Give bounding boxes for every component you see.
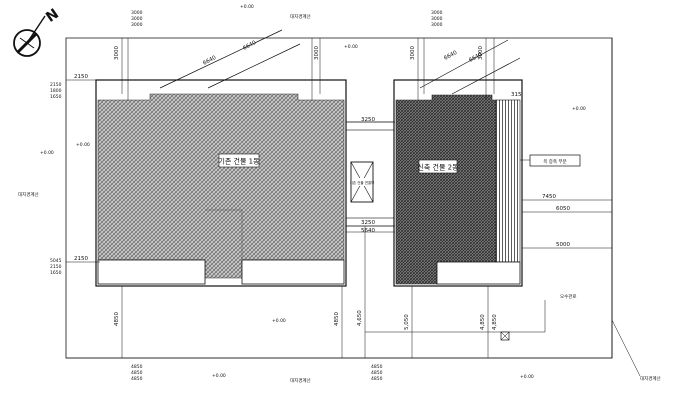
svg-text:+0.00: +0.00 bbox=[212, 373, 226, 379]
svg-text:2150: 2150 bbox=[50, 264, 62, 270]
building-left: 기존 건물 1동 bbox=[95, 79, 347, 287]
svg-text:5045: 5045 bbox=[50, 258, 62, 264]
north-label: N bbox=[43, 6, 62, 26]
svg-text:+0.00: +0.00 bbox=[520, 374, 534, 380]
dim-top-right-2: 6640 bbox=[443, 50, 459, 62]
svg-text:4850: 4850 bbox=[371, 370, 383, 376]
svg-text:+0.00: +0.00 bbox=[40, 150, 54, 156]
building-right-label: 신축 건물 2동 bbox=[417, 163, 459, 172]
dim-left-1: 2150 bbox=[74, 74, 88, 80]
svg-text:3000: 3000 bbox=[431, 16, 443, 22]
svg-text:목 증축 부분: 목 증축 부분 bbox=[543, 158, 567, 165]
level-marks: +0.00 +0.00 +0.00 +0.00 +0.00 +0.00 +0.0… bbox=[40, 4, 586, 380]
svg-text:1650: 1650 bbox=[50, 270, 62, 276]
dim-top-right-3: 3000 bbox=[478, 46, 484, 60]
manhole-icon bbox=[500, 331, 510, 341]
dim-bottom-6: 4,850 bbox=[492, 314, 498, 330]
building-left-label: 기존 건물 1동 bbox=[218, 157, 260, 166]
svg-text:4850: 4850 bbox=[371, 376, 383, 382]
setback-table-top-left: 3000 3000 3000 bbox=[131, 10, 143, 28]
svg-text:4850: 4850 bbox=[131, 370, 143, 376]
center-note: 기존 건물 연결부 bbox=[350, 180, 376, 185]
svg-text:대지경계선: 대지경계선 bbox=[290, 13, 311, 20]
svg-text:4850: 4850 bbox=[131, 364, 143, 370]
setback-table-left-lower: 5045 2150 1650 bbox=[50, 258, 62, 276]
setback-table-bottom-left: 4850 4850 4850 bbox=[131, 364, 143, 382]
svg-text:1650: 1650 bbox=[50, 94, 62, 100]
setback-table-bottom-right: 4850 4850 4850 bbox=[371, 364, 383, 382]
dim-top-left-1: 3000 bbox=[114, 46, 120, 60]
svg-text:3000: 3000 bbox=[131, 16, 143, 22]
dimension-lines bbox=[66, 38, 641, 377]
boundary-notes: 대지경계선 대지경계선 대지경계선 대지경계선 오수관로 bbox=[18, 13, 661, 384]
dim-right-4: 315 bbox=[511, 92, 522, 98]
dim-bottom-3: 4,650 bbox=[357, 310, 363, 326]
svg-text:3000: 3000 bbox=[431, 10, 443, 16]
dim-bottom-5: 4,850 bbox=[480, 314, 486, 330]
dim-top-left-4: 6640 bbox=[242, 40, 258, 52]
svg-text:3000: 3000 bbox=[131, 10, 143, 16]
svg-text:대지경계선: 대지경계선 bbox=[290, 377, 311, 384]
svg-text:+0.00: +0.00 bbox=[272, 318, 286, 324]
svg-text:+0.00: +0.00 bbox=[344, 44, 358, 50]
building-right: 신축 건물 2동 bbox=[393, 79, 523, 287]
dim-left-2: 2150 bbox=[74, 256, 88, 262]
connector: 기존 건물 연결부 bbox=[345, 121, 396, 227]
svg-text:대지경계선: 대지경계선 bbox=[640, 375, 661, 382]
setback-table-top-right: 3000 3000 3000 bbox=[431, 10, 443, 28]
dim-mid-2: 3250 bbox=[361, 220, 375, 226]
svg-text:3000: 3000 bbox=[431, 22, 443, 28]
dim-bottom-2: 4850 bbox=[334, 312, 340, 326]
dim-bottom-4: 5,050 bbox=[404, 314, 410, 330]
svg-text:+0.00: +0.00 bbox=[76, 142, 90, 148]
dim-top-left-3: 3000 bbox=[314, 46, 320, 60]
setback-table-left-upper: 2150 1800 1650 bbox=[50, 82, 62, 100]
dim-top-right-1: 3000 bbox=[410, 46, 416, 60]
dim-mid-3: 5640 bbox=[361, 228, 375, 234]
north-arrow-icon: N bbox=[13, 6, 62, 57]
dim-right-1: 7450 bbox=[542, 194, 556, 200]
dim-mid-1: 3250 bbox=[361, 117, 375, 123]
svg-text:+0.00: +0.00 bbox=[572, 106, 586, 112]
dim-right-2: 6050 bbox=[556, 206, 570, 212]
svg-text:2150: 2150 bbox=[50, 82, 62, 88]
svg-text:4850: 4850 bbox=[371, 364, 383, 370]
svg-text:3000: 3000 bbox=[131, 22, 143, 28]
dim-top-left-2: 6640 bbox=[202, 55, 218, 67]
dim-right-3: 5000 bbox=[556, 242, 570, 248]
svg-text:오수관로: 오수관로 bbox=[560, 293, 577, 300]
svg-text:4850: 4850 bbox=[131, 376, 143, 382]
addition-note: 목 증축 부분 bbox=[520, 154, 581, 167]
dim-bottom-1: 4850 bbox=[114, 312, 120, 326]
svg-text:대지경계선: 대지경계선 bbox=[18, 191, 39, 198]
svg-text:1800: 1800 bbox=[50, 88, 62, 94]
svg-text:+0.00: +0.00 bbox=[240, 4, 254, 10]
